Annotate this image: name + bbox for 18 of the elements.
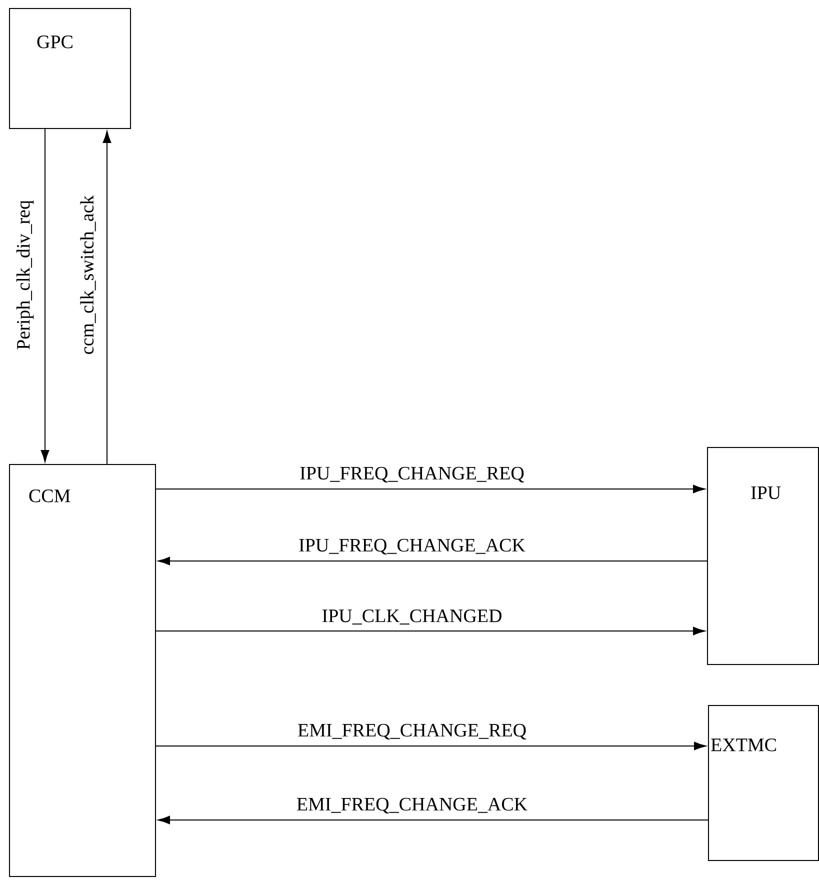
edge-label: IPU_FREQ_CHANGE_ACK bbox=[298, 538, 526, 556]
edge-label: IPU_FREQ_CHANGE_REQ bbox=[298, 466, 526, 484]
arrow bbox=[156, 626, 706, 636]
edge-label: EMI_FREQ_CHANGE_REQ bbox=[296, 722, 528, 740]
block-box: GPC bbox=[9, 8, 131, 129]
edge-label: Periph_clk_div_req bbox=[15, 199, 35, 351]
arrow bbox=[158, 556, 708, 566]
arrow bbox=[158, 816, 708, 824]
arrow bbox=[40, 128, 50, 462]
block-box: CCM bbox=[9, 464, 156, 877]
edge-label: EMI_FREQ_CHANGE_ACK bbox=[295, 796, 529, 814]
arrow bbox=[156, 484, 706, 494]
block-box: EXTMC bbox=[708, 705, 819, 861]
block-box: IPU bbox=[707, 447, 819, 665]
arrow bbox=[102, 130, 112, 464]
edge-label: ccm_clk_switch_ack bbox=[79, 194, 97, 356]
edge-label: IPU_CLK_CHANGED bbox=[320, 608, 504, 626]
arrow bbox=[156, 742, 706, 750]
